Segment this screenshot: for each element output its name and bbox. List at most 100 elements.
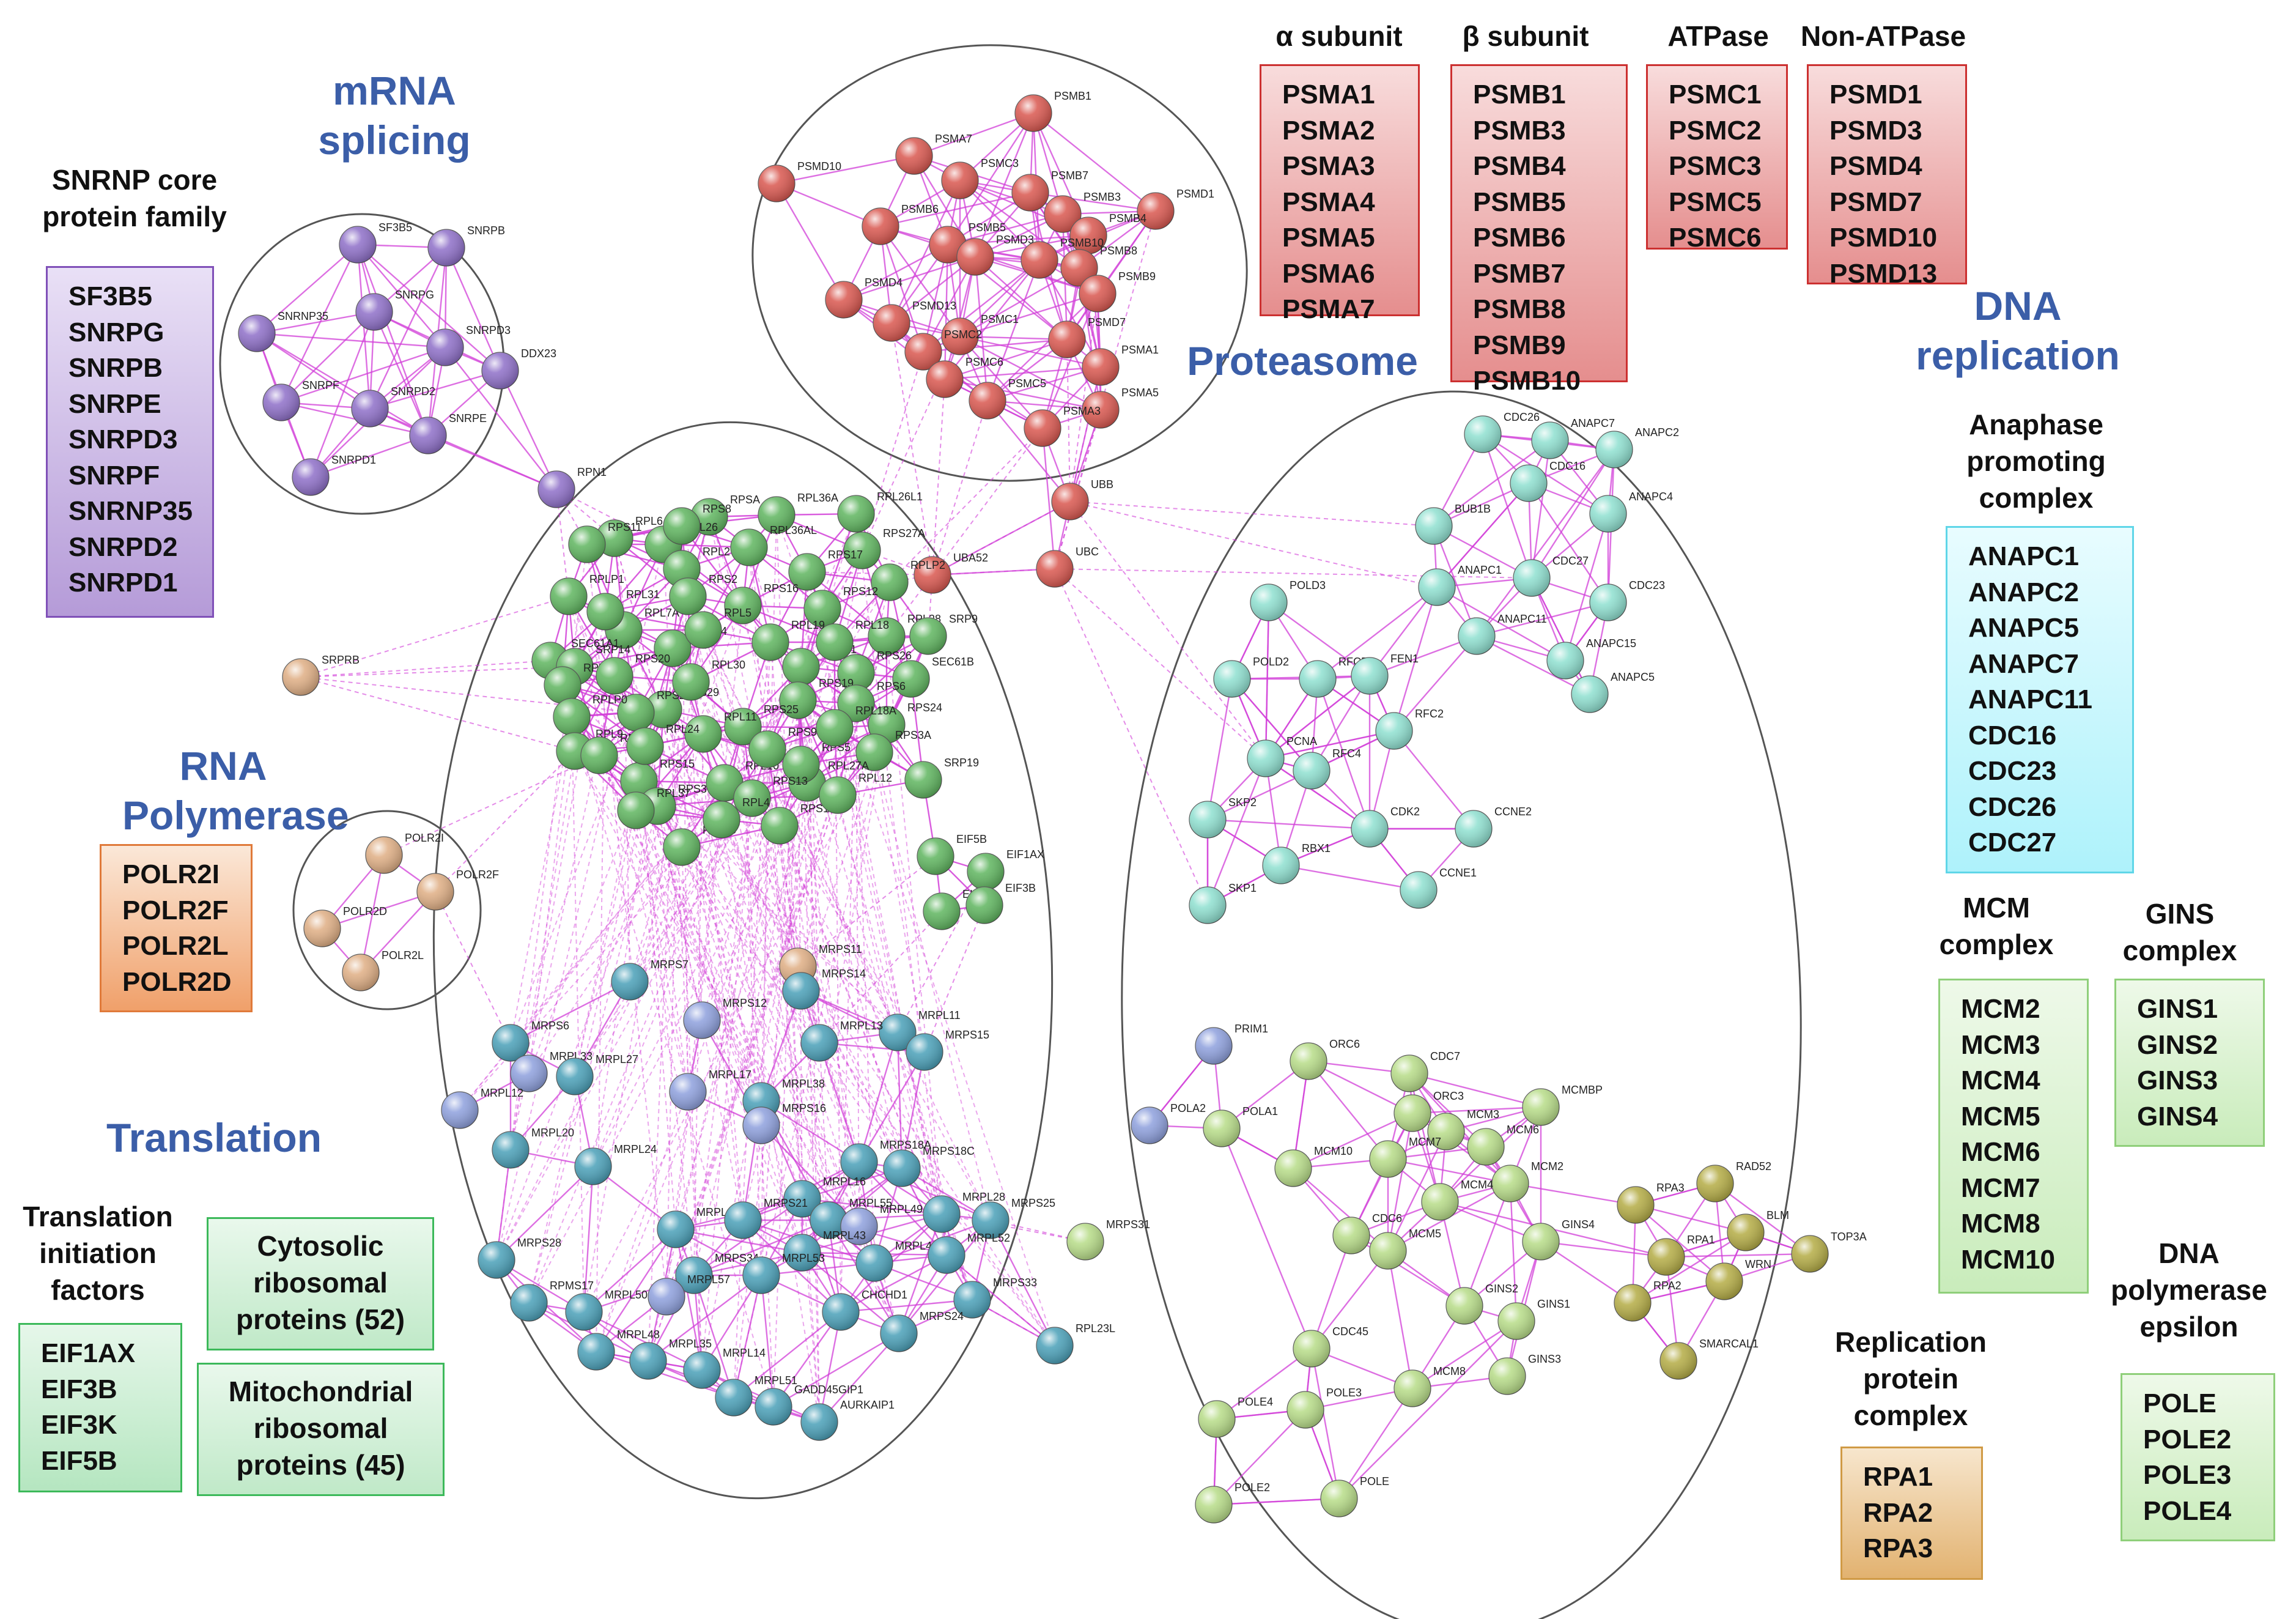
- node-shine: [366, 837, 402, 873]
- node-shine: [969, 382, 1006, 419]
- interaction-edge: [874, 1219, 991, 1264]
- protein-node-chchd1: CHCHD1: [822, 1289, 907, 1331]
- interaction-edge: [703, 629, 991, 1221]
- interaction-edge: [1069, 366, 1101, 502]
- node-label: POLE4: [1238, 1396, 1273, 1408]
- interaction-edge: [989, 1220, 1056, 1346]
- interaction-edge: [528, 782, 725, 1074]
- node-label: MRPS33: [993, 1276, 1037, 1289]
- interaction-edge: [310, 434, 429, 478]
- interaction-edge: [638, 780, 1055, 1346]
- interaction-edge: [742, 726, 762, 1276]
- node-label: MCM3: [1467, 1108, 1499, 1121]
- interaction-edge: [874, 752, 991, 1221]
- gene-label: GINS3: [2137, 1065, 2218, 1095]
- gene-label: EIF1AX: [41, 1338, 136, 1368]
- node-label: RPLP2: [910, 559, 945, 571]
- subtitle-line: complex: [1853, 1399, 1968, 1431]
- protein-node-rplp1: RPLP1: [550, 573, 624, 615]
- interaction-edge: [687, 596, 973, 1300]
- node-label: PSMB5: [969, 221, 1006, 234]
- gene-label: PSMA6: [1282, 258, 1375, 289]
- interaction-edge: [586, 544, 667, 1297]
- gene-label: CDC27: [1968, 828, 2057, 858]
- gene-label: SF3B5: [68, 281, 152, 311]
- protein-node-aurkaip1: AURKAIP1: [800, 1399, 895, 1441]
- node-label: ORC6: [1329, 1038, 1360, 1050]
- node-shine: [923, 1196, 960, 1232]
- protein-node-rpl26l1: RPL26L1: [837, 491, 923, 533]
- interaction-edge: [357, 244, 446, 348]
- node-shine: [611, 963, 648, 1000]
- protein-node-mrps33: MRPS33: [953, 1276, 1037, 1319]
- interaction-edge: [819, 1333, 899, 1423]
- node-shine: [553, 698, 590, 735]
- node-shine: [1189, 801, 1226, 838]
- interaction-edge: [1482, 434, 1533, 579]
- protein-node-psmc2: PSMC2: [904, 328, 982, 371]
- node-label: SEC61A1: [571, 637, 619, 650]
- node-label: RPL18: [855, 619, 889, 631]
- interaction-edge: [693, 1219, 829, 1276]
- node-label: POLR2I: [405, 832, 444, 844]
- interaction-edge: [721, 819, 820, 1043]
- protein-node-rfc4: RFC4: [1293, 747, 1361, 790]
- protein-node-rpl11: RPL11: [684, 711, 757, 753]
- translation-cluster-outline: [432, 421, 1054, 1500]
- node-shine: [342, 954, 379, 991]
- gene-label: CDC26: [1968, 791, 2057, 822]
- gene-label: ANAPC11: [1968, 684, 2092, 714]
- protein-node-mrps24: MRPS24: [880, 1310, 964, 1352]
- node-shine: [1523, 1223, 1559, 1260]
- interaction-edge: [709, 516, 942, 1215]
- interaction-edge: [944, 378, 1101, 411]
- node-label: POLA2: [1170, 1102, 1206, 1114]
- protein-node-rpa3: RPA3: [1617, 1182, 1685, 1224]
- node-label: CDC26: [1504, 411, 1540, 423]
- protein-node-snrpd2: SNRPD2: [351, 385, 435, 428]
- subtitle-line: initiation: [39, 1237, 157, 1269]
- node-label: RPL7A: [644, 607, 679, 619]
- subtitle-line: protein: [1863, 1362, 1958, 1395]
- protein-node-rplp0: RPLP0: [553, 694, 627, 736]
- proteasome-cluster-outline: [751, 44, 1248, 482]
- protein-node-snrpd1: SNRPD1: [292, 454, 376, 496]
- interaction-edge: [675, 1228, 803, 1254]
- protein-node-mrpl51: MRPL51: [715, 1374, 797, 1417]
- protein-node-bub1b: BUB1B: [1415, 503, 1491, 545]
- interaction-edge: [528, 1302, 649, 1362]
- gene-label: SNRPD3: [68, 424, 178, 454]
- interaction-edge: [1530, 440, 1551, 579]
- protein-node-rps6: RPS6: [837, 680, 906, 722]
- node-shine: [1455, 810, 1492, 847]
- interaction-edge: [1666, 1253, 1811, 1258]
- gene-label: GINS2: [2137, 1029, 2218, 1060]
- node-shine: [957, 239, 994, 275]
- cytosolic-ribosomal-proteins-box: Cytosolic ribosomal proteins (52): [207, 1217, 434, 1350]
- node-label: RPL37: [657, 787, 690, 799]
- protein-node-mrps16: MRPS16: [742, 1102, 826, 1144]
- node-shine: [743, 1257, 780, 1294]
- node-label: RPN1: [577, 466, 607, 478]
- node-shine: [715, 1379, 752, 1416]
- interaction-edge: [773, 1311, 841, 1407]
- node-shine: [871, 564, 908, 601]
- node-shine: [917, 838, 954, 875]
- title-line: splicing: [318, 117, 471, 163]
- interaction-edge: [1030, 191, 1156, 212]
- node-label: RAD52: [1736, 1160, 1771, 1173]
- node-label: MRPS18A: [880, 1139, 931, 1151]
- title-line: DNA: [1974, 283, 2062, 328]
- node-shine: [575, 1148, 611, 1185]
- node-label: MCMBP: [1562, 1084, 1603, 1096]
- gene-label: ANAPC5: [1968, 613, 2079, 643]
- protein-node-snrpe: SNRPE: [409, 412, 487, 454]
- protein-node-mrpl52: MRPL52: [928, 1232, 1010, 1274]
- node-shine: [954, 1281, 991, 1318]
- interaction-edge: [1338, 1388, 1413, 1499]
- protein-node-snrpf: SNRPF: [262, 379, 339, 421]
- protein-node-rps19: RPS19: [779, 677, 854, 719]
- node-label: POLA1: [1242, 1105, 1278, 1117]
